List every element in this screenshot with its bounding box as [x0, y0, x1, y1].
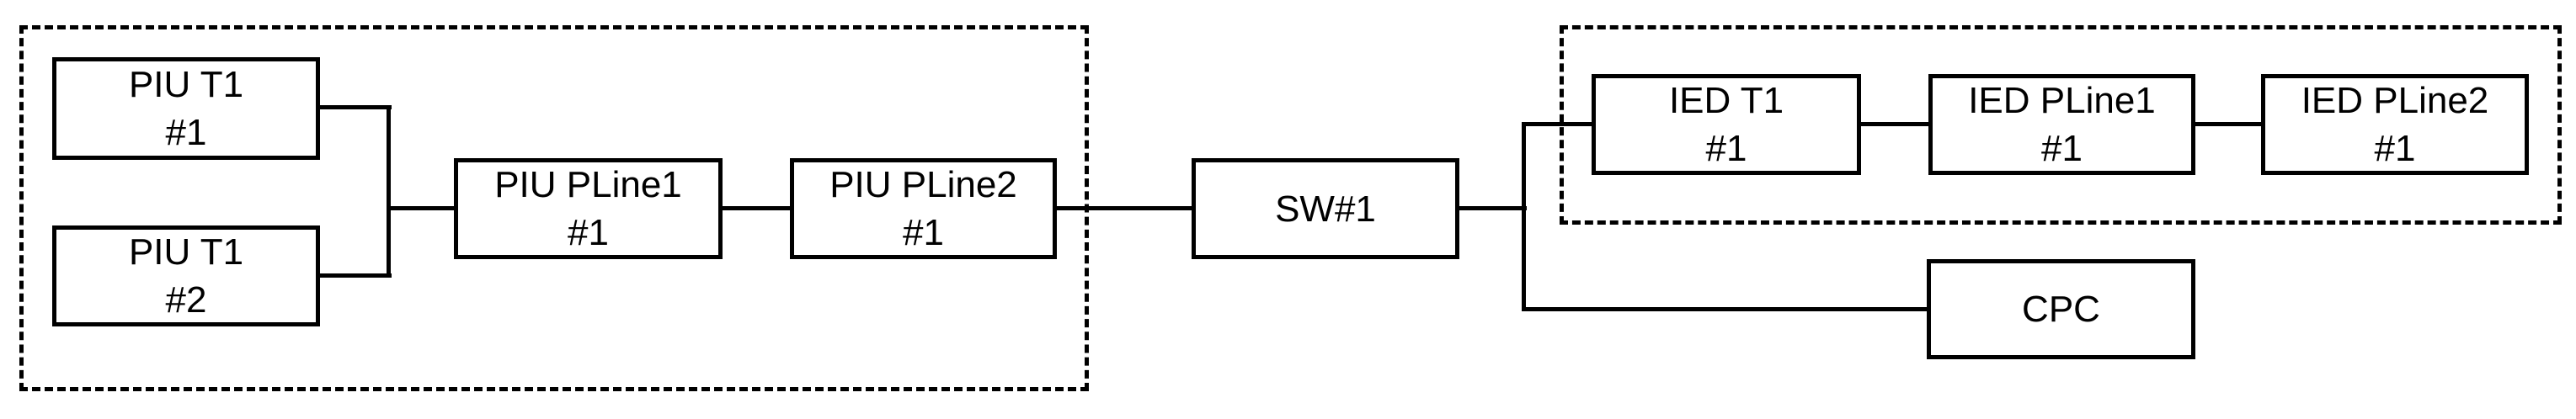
node-sw1: SW#1	[1192, 158, 1459, 259]
node-cpc: CPC	[1927, 259, 2195, 359]
node-ied-pline1-label: IED PLine1	[1968, 80, 2156, 121]
node-piu-t1-1: PIU T1 #1	[52, 57, 320, 160]
node-piu-t1-1-label: PIU T1	[128, 64, 244, 105]
bus-piu-junction	[387, 105, 391, 278]
node-ied-t1-label: IED T1	[1668, 80, 1784, 121]
node-ied-pline2-label: IED PLine2	[2301, 80, 2489, 121]
connector-piu-pline1-to-piu-pline2	[718, 206, 794, 210]
node-ied-pline2: IED PLine2 #1	[2261, 74, 2529, 175]
node-piu-pline2-sublabel: #1	[903, 212, 944, 253]
node-piu-pline1-label: PIU PLine1	[494, 164, 682, 205]
node-ied-t1-sublabel: #1	[1705, 128, 1747, 169]
connector-piu-t1-1-to-bus	[316, 105, 392, 109]
node-piu-t1-2-sublabel: #2	[165, 279, 207, 321]
node-cpc-label: CPC	[2022, 289, 2100, 330]
connector-piu-t1-2-to-bus	[316, 273, 392, 278]
node-piu-t1-2-label: PIU T1	[128, 231, 244, 273]
connector-sw1-to-bus	[1455, 206, 1527, 210]
bus-sw1-junction	[1522, 122, 1526, 311]
node-ied-pline2-sublabel: #1	[2374, 128, 2416, 169]
node-piu-t1-1-sublabel: #1	[165, 112, 207, 153]
node-piu-pline1-sublabel: #1	[568, 212, 609, 253]
node-ied-pline1-sublabel: #1	[2041, 128, 2083, 169]
node-piu-pline2: PIU PLine2 #1	[790, 158, 1057, 259]
node-ied-t1: IED T1 #1	[1592, 74, 1861, 175]
connector-bus-to-cpc	[1522, 307, 1931, 311]
node-piu-pline1: PIU PLine1 #1	[454, 158, 723, 259]
connector-ied-t1-to-ied-pline1	[1857, 122, 1933, 126]
node-piu-t1-2: PIU T1 #2	[52, 225, 320, 326]
node-piu-pline2-label: PIU PLine2	[829, 164, 1017, 205]
node-ied-pline1: IED PLine1 #1	[1928, 74, 2195, 175]
connector-bus-to-piu-pline1	[387, 206, 458, 210]
connector-piu-pline2-to-sw1	[1053, 206, 1196, 210]
connector-ied-pline1-to-ied-pline2	[2191, 122, 2265, 126]
node-sw1-label: SW#1	[1275, 188, 1376, 230]
connector-bus-to-ied-t1	[1522, 122, 1596, 126]
